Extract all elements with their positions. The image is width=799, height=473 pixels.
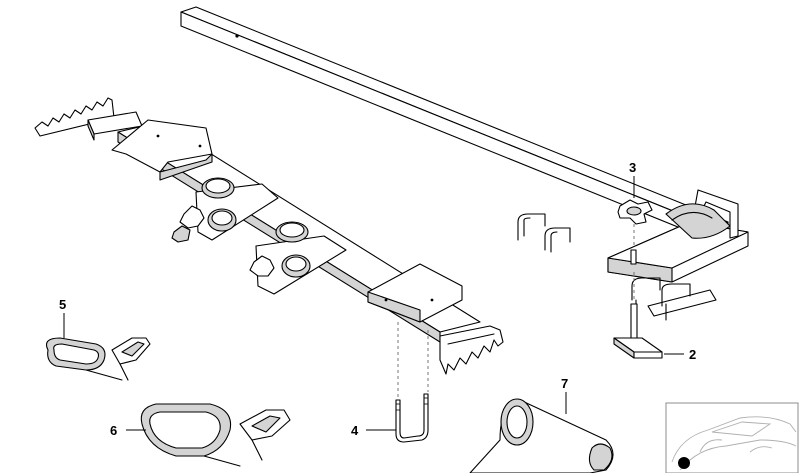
u-bolt: [395, 393, 429, 443]
callout-6: 6: [110, 423, 117, 438]
callout-4: 4: [351, 423, 359, 438]
callout-3: 3: [629, 160, 636, 175]
vehicle-location-marker: [678, 457, 690, 469]
callout-2: 2: [689, 347, 696, 362]
cover-roll: [469, 398, 614, 473]
callout-leaders: [63, 176, 684, 431]
adjustable-crossbar: [34, 97, 504, 398]
ratchet-strap-long: [140, 403, 291, 467]
vehicle-location-inset: [665, 402, 799, 473]
callout-5: 5: [59, 297, 66, 312]
star-knob-screw: [617, 199, 653, 265]
callout-7: 7: [561, 376, 568, 391]
ratchet-strap-short: [45, 337, 151, 381]
bolt-and-clamp-plate: [613, 272, 663, 359]
wheel-chock-clamp: [607, 189, 749, 323]
